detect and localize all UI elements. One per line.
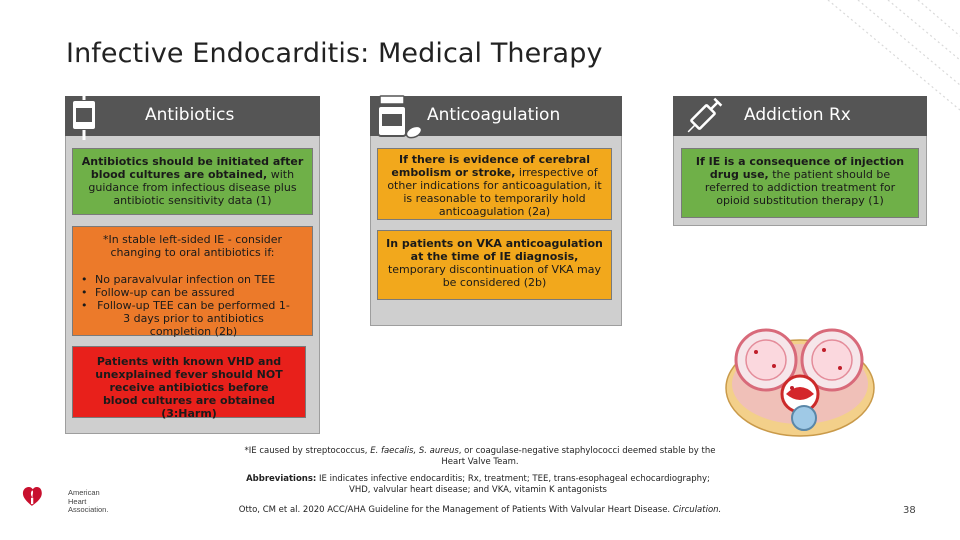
abbreviations-label: Abbreviations: [246, 474, 317, 484]
cerebral-embolism-text: irrespective of other indications for an… [387, 166, 602, 218]
antibiotics-timing-text: with guidance from infectious disease pl… [88, 168, 297, 207]
addiction-header-label: Addiction Rx [744, 105, 851, 125]
antibiotics-timing-box: Antibiotics should be initiated after bl… [72, 148, 313, 215]
criteria-item: Follow-up TEE can be performed 1-3 days … [79, 299, 306, 338]
abbreviations-text: IE indicates infective endocarditis; Rx,… [316, 474, 710, 495]
heart-valve-illustration [725, 328, 875, 437]
antibiotics-timing-bold: Antibiotics should be initiated after bl… [81, 155, 304, 181]
vka-box: In patients on VKA anticoagulation at th… [377, 230, 612, 300]
species-footnote: *IE caused by streptococcus, E. faecalis… [240, 446, 720, 468]
antibiotics-header: Antibiotics [65, 96, 320, 136]
oral-antibiotics-intro: *In stable left-sided IE - consider chan… [102, 233, 283, 259]
species-footnote-species: E. faecalis, S. aureus [370, 446, 459, 456]
aha-logo-text: American Heart Association. [68, 488, 109, 514]
pill-bottle-icon [377, 95, 423, 139]
addiction-box: If IE is a consequence of injection drug… [681, 148, 919, 218]
citation: Otto, CM et al. 2020 ACC/AHA Guideline f… [220, 505, 740, 516]
criteria-item: Follow-up can be assured [79, 286, 306, 299]
cerebral-embolism-box: If there is evidence of cerebral embolis… [377, 148, 612, 220]
antibiotics-header-label: Antibiotics [145, 105, 235, 125]
vka-bold: In patients on VKA anticoagulation at th… [386, 237, 603, 263]
addiction-bold: If IE is a consequence of injection drug… [695, 155, 905, 181]
abbreviations-footnote: Abbreviations: IE indicates infective en… [236, 474, 720, 496]
criteria-item: No paravalvular infection on TEE [79, 273, 306, 286]
cerebral-embolism-bold: If there is evidence of cerebral embolis… [391, 153, 591, 179]
syringe-icon [687, 97, 723, 133]
citation-journal: Circulation. [672, 505, 722, 515]
oral-antibiotics-criteria-list: No paravalvular infection on TEE Follow-… [79, 273, 306, 338]
page-number: 38 [903, 505, 916, 516]
harm-text: Patients with known VHD and unexplained … [95, 355, 283, 420]
addiction-text: the patient should be referred to addict… [704, 168, 896, 207]
decorative-dots [827, 0, 960, 111]
citation-text: Otto, CM et al. 2020 ACC/AHA Guideline f… [238, 505, 673, 515]
vka-text: temporary discontinuation of VKA may be … [387, 263, 602, 289]
aha-heart-torch-icon [22, 487, 42, 506]
anticoagulation-header-label: Anticoagulation [427, 105, 561, 125]
page-title: Infective Endocarditis: Medical Therapy [66, 38, 603, 69]
oral-antibiotics-box: *In stable left-sided IE - consider chan… [72, 226, 313, 338]
harm-box: Patients with known VHD and unexplained … [72, 346, 306, 420]
species-footnote-prefix: *IE caused by streptococcus, [244, 446, 371, 456]
species-footnote-suffix: , or coagulase-negative staphylococci de… [441, 446, 716, 467]
addiction-header: Addiction Rx [673, 96, 927, 136]
iv-bag-icon [71, 94, 97, 140]
